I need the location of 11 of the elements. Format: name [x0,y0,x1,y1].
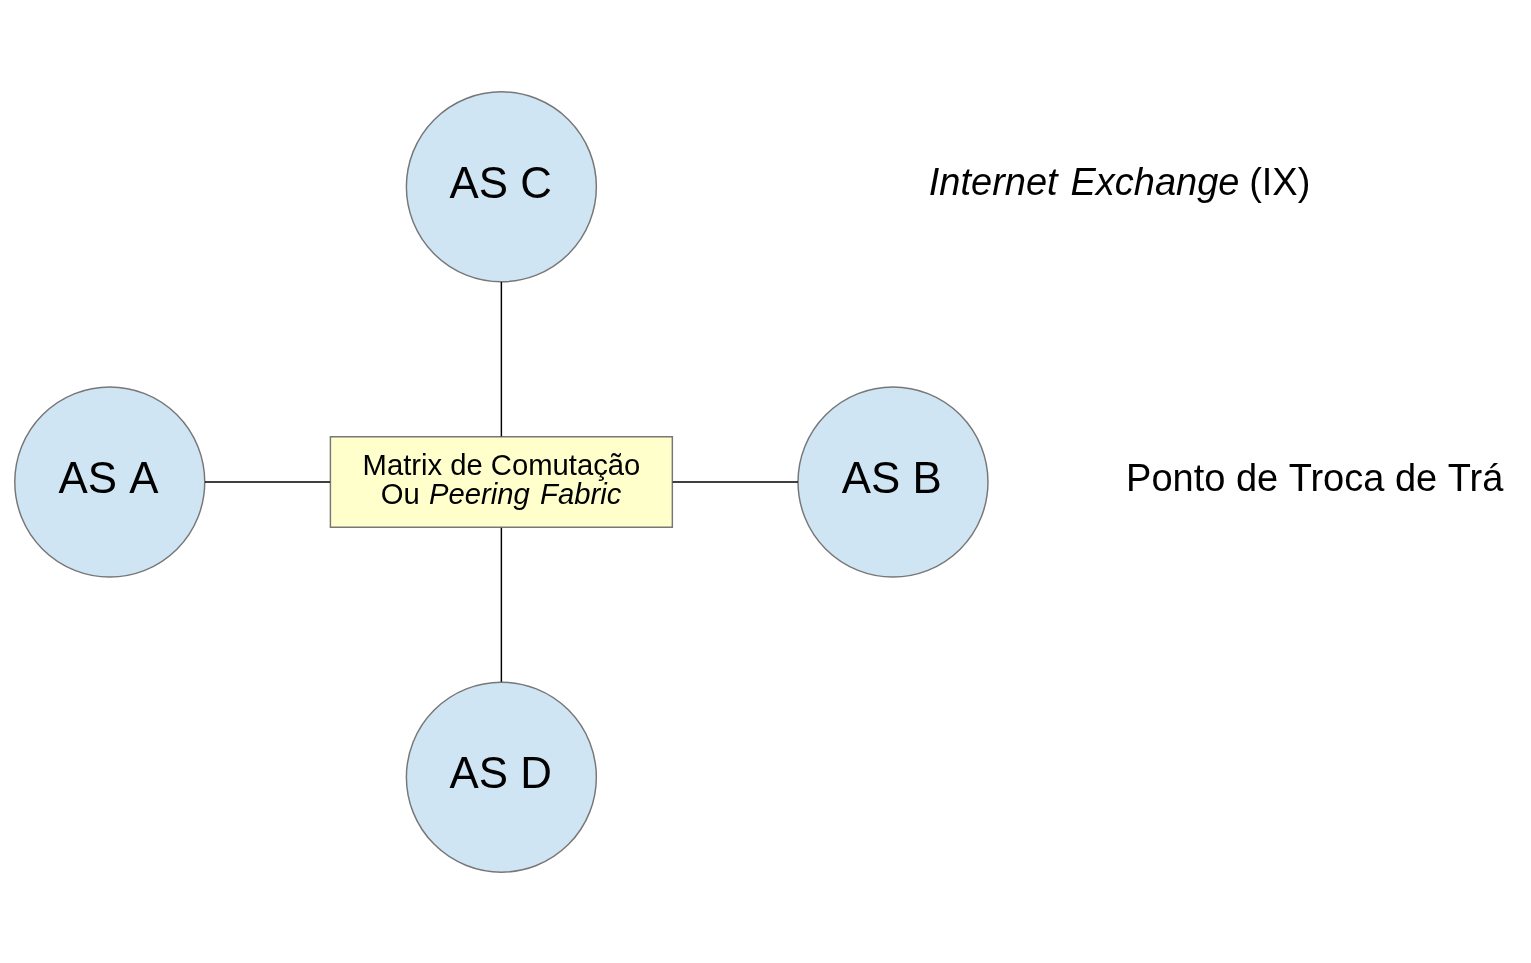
connector [500,280,503,437]
connector [204,480,331,483]
node-circle: AS C [405,90,598,283]
node-circle: AS D [405,680,598,873]
connector [672,480,799,483]
label: Ponto de Troca de Trá [1126,456,1504,499]
node-box: Matrix de Comutação Ou Peering Fabric [329,435,674,528]
node-circle: AS A [14,385,206,578]
node-circle: AS B [797,385,989,578]
label: Internet Exchange (IX) [928,160,1311,203]
connector [500,526,503,683]
